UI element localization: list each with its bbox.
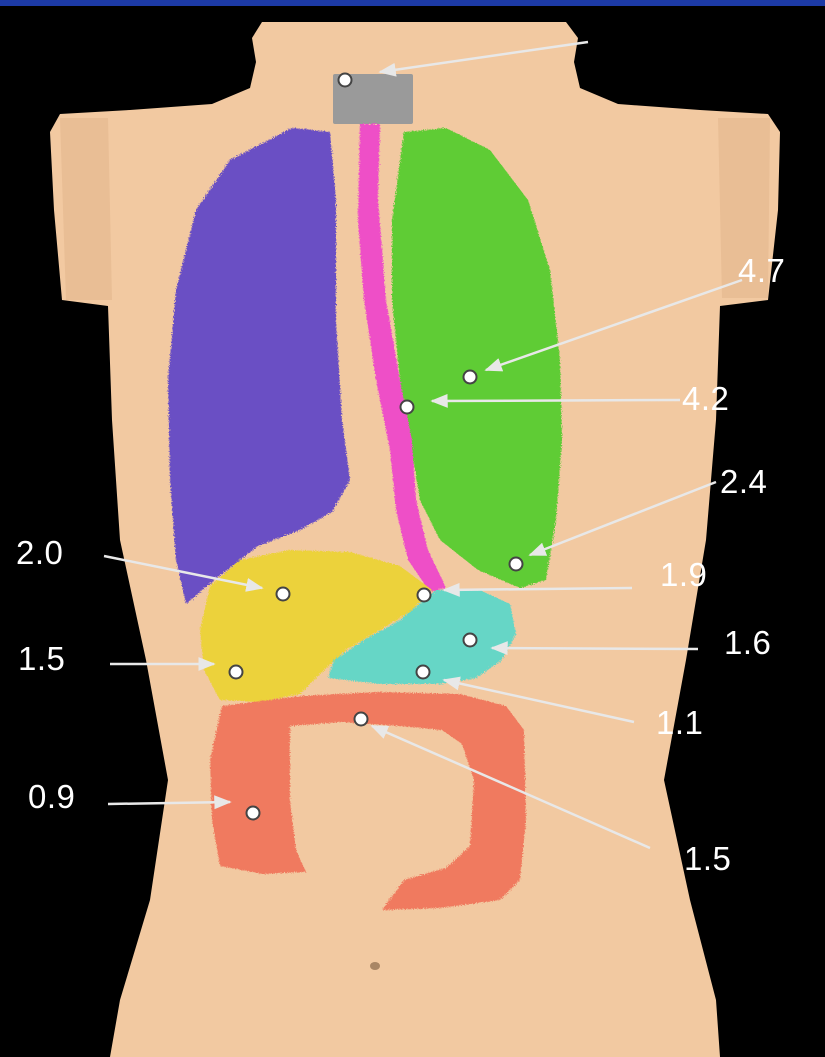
marker-liver-upper xyxy=(277,588,290,601)
left-shoulder-shading xyxy=(60,118,112,300)
leader-line-esophagus-mid xyxy=(432,400,680,401)
marker-stomach-upper xyxy=(464,634,477,647)
marker-esophagus-lower xyxy=(418,589,431,602)
label-esophagus-lower: 1.9 xyxy=(660,558,707,591)
label-stomach-upper: 1.6 xyxy=(724,626,771,659)
label-lung-left-lower: 2.4 xyxy=(720,465,767,498)
navel xyxy=(370,962,380,970)
marker-stomach-lower xyxy=(417,666,430,679)
leader-line-stomach-upper xyxy=(492,648,698,649)
marker-liver-lower xyxy=(230,666,243,679)
label-colon-ascending: 0.9 xyxy=(28,780,75,813)
marker-colon-transverse xyxy=(355,713,368,726)
label-liver-upper: 2.0 xyxy=(16,536,63,569)
label-colon-transverse: 1.5 xyxy=(684,842,731,875)
label-esophagus-mid: 4.2 xyxy=(682,382,729,415)
label-stomach-lower: 1.1 xyxy=(656,706,703,739)
marker-colon-ascending xyxy=(247,807,260,820)
marker-thyroid xyxy=(339,74,352,87)
marker-lung-left-upper xyxy=(464,371,477,384)
label-liver-lower: 1.5 xyxy=(18,642,65,675)
label-lung-left-upper: 4.7 xyxy=(738,254,785,287)
marker-esophagus-mid xyxy=(401,401,414,414)
marker-lung-left-lower xyxy=(510,558,523,571)
